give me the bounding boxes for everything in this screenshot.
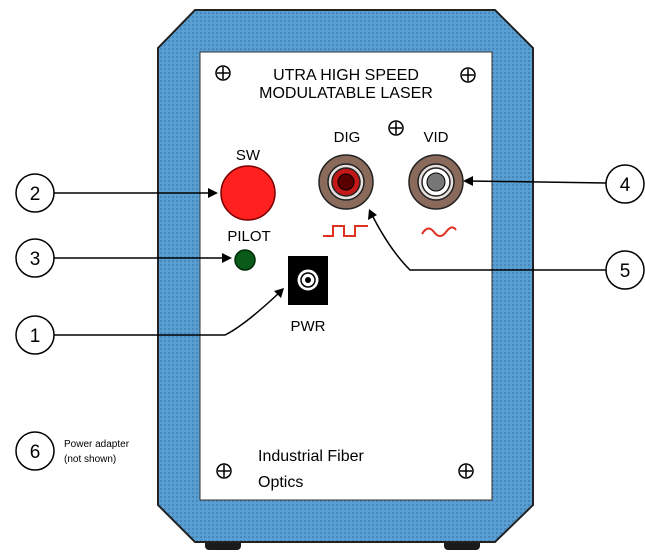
callout-6: 6 — [30, 442, 41, 463]
pwr-label: PWR — [291, 318, 326, 335]
vid-label: VID — [423, 129, 448, 146]
screw-icon — [458, 463, 474, 479]
face-panel — [199, 51, 493, 501]
callout-circle — [605, 164, 645, 204]
panel-title-line2: MODULATABLE LASER — [259, 85, 433, 102]
vid-connector — [408, 154, 464, 210]
brand-line1: Industrial Fiber — [258, 448, 364, 465]
screw-icon — [388, 120, 404, 136]
callout-circle — [15, 431, 55, 471]
callout-4: 4 — [620, 175, 631, 196]
pilot-label: PILOT — [227, 228, 270, 245]
power-adapter-note-line1: Power adapter — [64, 439, 130, 450]
sine-wave-icon — [421, 226, 457, 237]
callout-1: 1 — [30, 326, 41, 347]
power-adapter-note-line2: (not shown) — [64, 454, 116, 465]
screw-icon — [215, 65, 231, 81]
screw-icon — [216, 463, 232, 479]
sw-switch — [220, 165, 276, 221]
pilot-led — [234, 249, 256, 271]
square-wave-icon — [323, 225, 368, 237]
panel-title-line1: UTRA HIGH SPEED — [273, 67, 419, 84]
callout-5: 5 — [620, 261, 631, 282]
brand-line2: Optics — [258, 474, 303, 491]
screw-icon — [460, 67, 476, 83]
callout-2: 2 — [30, 184, 41, 205]
dig-connector — [318, 154, 374, 210]
sw-label: SW — [236, 147, 261, 164]
dig-label: DIG — [334, 129, 361, 146]
callout-3: 3 — [30, 249, 41, 270]
